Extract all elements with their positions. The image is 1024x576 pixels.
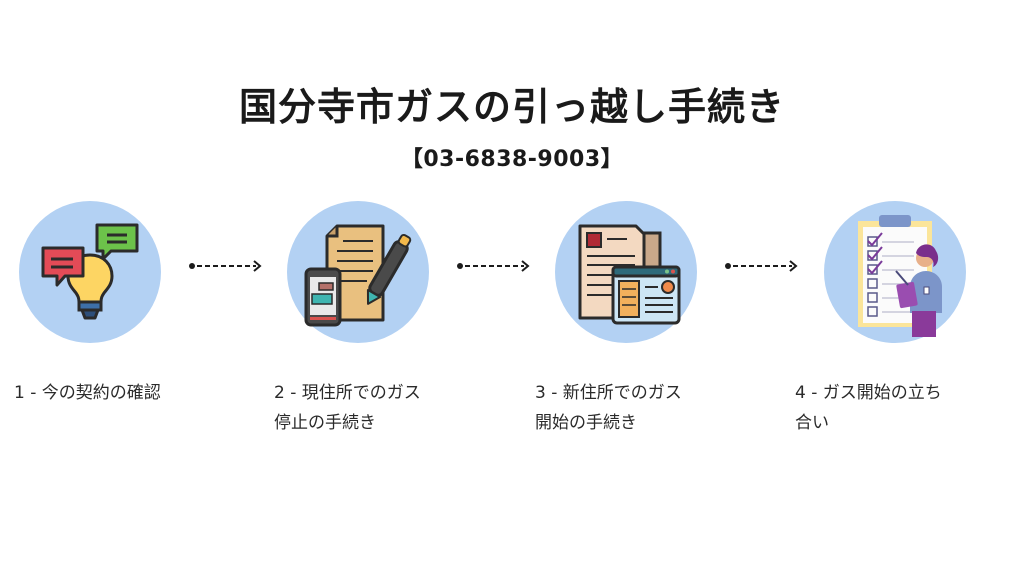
- step-4-label-line2: 合い: [795, 413, 829, 433]
- step-3-label-line1: 3 - 新住所でのガス: [535, 383, 682, 403]
- step-2-label-line2: 停止の手続き: [274, 413, 376, 433]
- page-title: 国分寺市ガスの引っ越し手続き: [238, 85, 785, 129]
- step-3-icon-circle: [555, 201, 697, 343]
- phone-number: 【03-6838-9003】: [400, 147, 624, 172]
- step-2-icon-circle: [287, 201, 429, 343]
- documents-browser-icon: [555, 201, 697, 343]
- step-1-label-line1: 1 - 今の契約の確認: [14, 383, 161, 403]
- arrow-step-3-to-4: [724, 259, 800, 273]
- lightbulb-chat-icon: [19, 201, 161, 343]
- document-pen-phone-icon: [287, 201, 429, 343]
- step-1-icon-circle: [19, 201, 161, 343]
- step-2-label: 2 - 現住所でのガス 停止の手続き: [274, 378, 474, 438]
- step-3-label: 3 - 新住所でのガス 開始の手続き: [535, 378, 735, 438]
- step-4-label-line1: 4 - ガス開始の立ち: [795, 383, 942, 403]
- step-1-label: 1 - 今の契約の確認: [14, 378, 214, 408]
- step-4-label: 4 - ガス開始の立ち 合い: [795, 378, 995, 438]
- checklist-person-icon: [824, 201, 966, 343]
- arrow-step-2-to-3: [456, 259, 532, 273]
- step-3-label-line2: 開始の手続き: [535, 413, 637, 433]
- step-4-icon-circle: [824, 201, 966, 343]
- arrow-step-1-to-2: [188, 259, 264, 273]
- step-2-label-line1: 2 - 現住所でのガス: [274, 383, 421, 403]
